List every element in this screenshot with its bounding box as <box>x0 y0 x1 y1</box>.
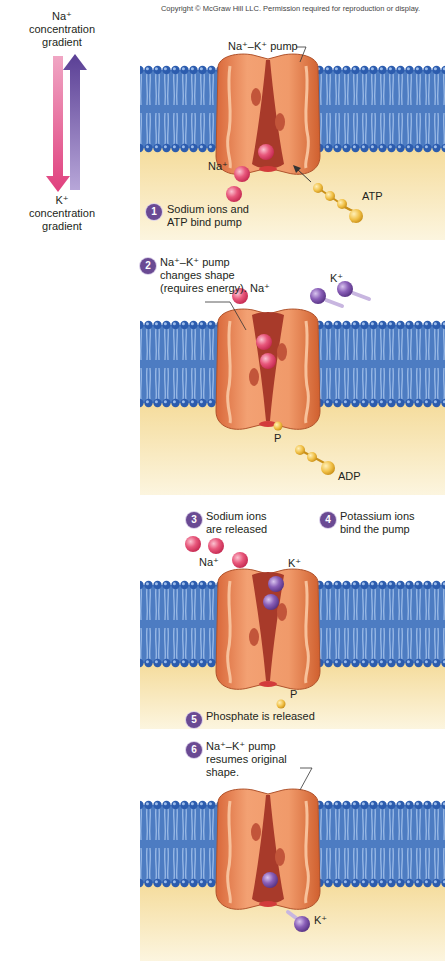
motion-streak <box>353 293 369 299</box>
pump <box>216 309 320 429</box>
panel-2 <box>140 281 445 495</box>
ion-label: K⁺ <box>288 557 301 570</box>
potassium-ion <box>310 288 326 304</box>
panel-1 <box>140 47 445 240</box>
phosphate <box>274 422 283 431</box>
pump <box>216 54 320 174</box>
sodium-ion <box>256 334 272 350</box>
part-name: Na⁺–K⁺ pump <box>228 40 298 53</box>
ion-label: Na⁺ <box>208 160 228 173</box>
callout-number: 2 <box>140 258 156 274</box>
callout-number: 5 <box>186 712 202 728</box>
callout-number: 1 <box>146 204 162 220</box>
step-text: Sodium ions are released <box>206 510 281 536</box>
step-text: Potassium ions bind the pump <box>340 510 430 536</box>
potassium-ion <box>262 872 278 888</box>
step-text: Na⁺–K⁺ pump changes shape (requires ener… <box>160 256 260 296</box>
na-gradient-arrow <box>46 56 70 192</box>
leader-line <box>300 768 312 790</box>
sodium-ion <box>234 166 250 182</box>
sodium-ion <box>208 538 224 554</box>
leader-line <box>205 302 246 330</box>
phosphate-label: P <box>274 432 281 445</box>
arrow-head <box>293 165 301 173</box>
gradient-label: Na⁺ concentration gradient <box>22 10 102 50</box>
potassium-ion <box>294 916 310 932</box>
pump <box>216 789 320 909</box>
panel-3 <box>140 536 445 729</box>
copyright-note: Copyright © McGraw Hill LLC. Permission … <box>138 4 443 13</box>
k-gradient-arrow <box>63 54 87 190</box>
callout-number: 6 <box>186 742 202 758</box>
sodium-ion <box>232 552 248 568</box>
pump <box>216 569 320 689</box>
sodium-ion <box>258 144 274 160</box>
sodium-ion <box>260 353 276 369</box>
step-text: Sodium ions and ATP bind pump <box>167 203 257 229</box>
potassium-ion <box>268 576 284 592</box>
molecule-label: ATP <box>362 190 383 203</box>
ion-label: Na⁺ <box>250 282 270 295</box>
callout-number: 3 <box>186 512 202 528</box>
callout-number: 4 <box>320 512 336 528</box>
sodium-ion <box>226 186 242 202</box>
phosphate <box>277 700 286 709</box>
gradient-label: K⁺ concentration gradient <box>22 194 102 234</box>
motion-streak <box>288 912 296 918</box>
sodium-ion <box>185 536 201 552</box>
panel-4 <box>140 768 445 961</box>
step-text: Phosphate is released <box>206 710 315 723</box>
ion-label: K⁺ <box>314 914 327 927</box>
atp-molecule <box>313 183 363 223</box>
ion-label: K⁺ <box>330 272 343 285</box>
potassium-ion <box>263 594 279 610</box>
step-text: Na⁺–K⁺ pump resumes original shape. <box>206 740 301 780</box>
ion-label: Na⁺ <box>199 556 219 569</box>
adp-molecule <box>295 445 335 475</box>
motion-streak <box>326 300 342 306</box>
molecule-label: ADP <box>338 470 361 483</box>
phosphate-label: P <box>290 688 297 701</box>
